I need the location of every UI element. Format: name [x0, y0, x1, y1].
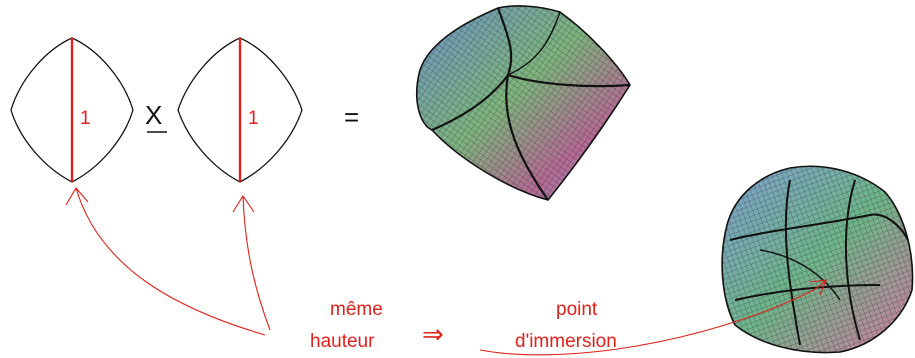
right-factor: 1: [177, 37, 303, 183]
left-factor-label: 1: [80, 108, 91, 129]
product-sign: X: [145, 100, 162, 130]
arrow-head-left: [65, 187, 89, 206]
equals-sign: =: [344, 102, 359, 132]
arrows: [65, 187, 827, 356]
arrow-head-immersion: [809, 279, 827, 296]
caption-line1: même: [330, 299, 383, 320]
caption-line2: hauteur: [310, 331, 375, 352]
caption-result-line2: d'immersion: [515, 331, 617, 352]
left-factor: 1: [10, 37, 134, 183]
product-surface: [416, 5, 631, 201]
right-factor-label: 1: [248, 108, 259, 129]
implies-arrow: ⇒: [422, 319, 444, 349]
caption-result-line1: point: [556, 299, 598, 320]
arrow-to-immersion-point: [479, 279, 827, 356]
immersion-surface: [721, 165, 914, 354]
arrow-to-left-height: [75, 187, 266, 336]
arrow-head-right: [232, 194, 255, 213]
arrow-to-right-height: [242, 195, 271, 331]
